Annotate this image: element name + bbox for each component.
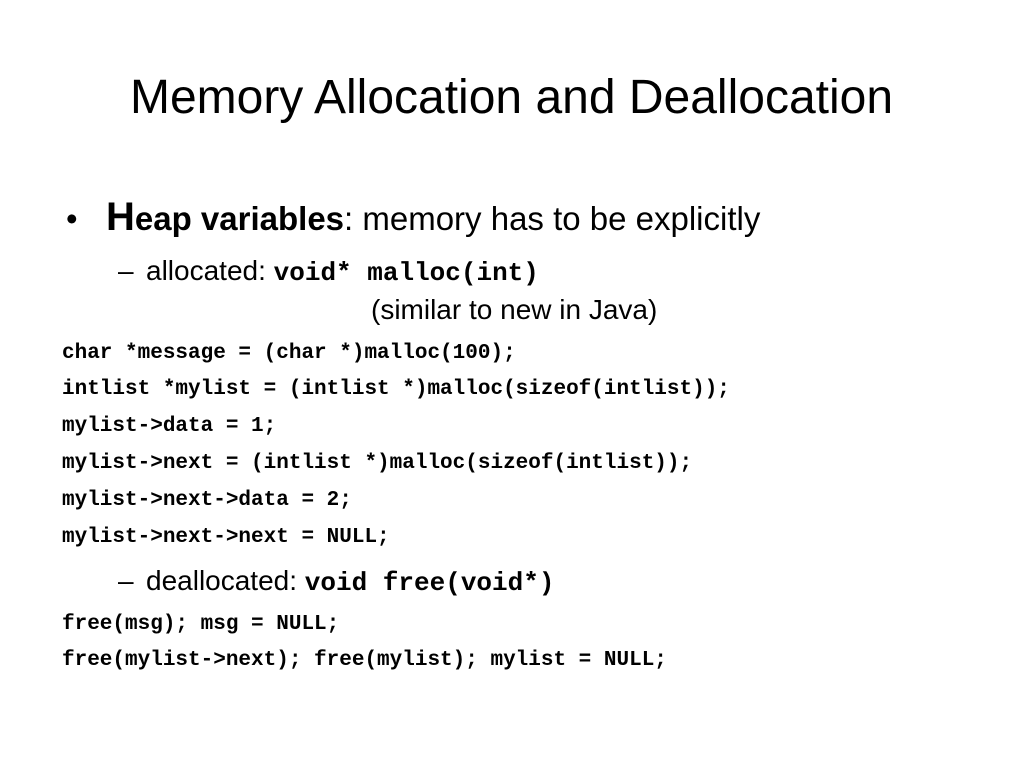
subbullet-dash: – xyxy=(118,565,134,596)
code-line: mylist->next->data = 2; xyxy=(62,489,352,512)
code-line: mylist->next->next = NULL; xyxy=(62,526,390,549)
deallocated-label: deallocated: xyxy=(146,565,305,596)
subbullet-dash: – xyxy=(118,255,134,286)
allocated-note: (similar to new in Java) xyxy=(371,294,658,325)
bullet-term-first-letter: H xyxy=(106,195,135,239)
malloc-signature: void* malloc(int) xyxy=(273,258,539,288)
code-line: char *message = (char *)malloc(100); xyxy=(62,342,516,365)
bullet-term: eap variables xyxy=(134,200,345,237)
bullet-heap-variables: • Heap variables: memory has to be explic… xyxy=(66,195,760,241)
allocated-label: allocated: xyxy=(146,255,274,286)
subbullet-deallocated: –deallocated: void free(void*) xyxy=(118,564,554,600)
subbullet-allocated: –allocated: void* malloc(int) xyxy=(118,254,539,290)
code-line: mylist->next = (intlist *)malloc(sizeof(… xyxy=(62,452,693,475)
free-signature: void free(void*) xyxy=(304,568,555,598)
bullet-marker: • xyxy=(66,200,78,237)
code-line: free(mylist->next); free(mylist); mylist… xyxy=(62,649,667,672)
code-line: intlist *mylist = (intlist *)malloc(size… xyxy=(62,378,730,401)
bullet-text: : memory has to be explicitly xyxy=(344,200,761,237)
slide-title: Memory Allocation and Deallocation xyxy=(129,71,894,124)
code-line: mylist->data = 1; xyxy=(62,415,277,438)
code-line: free(msg); msg = NULL; xyxy=(62,613,340,636)
